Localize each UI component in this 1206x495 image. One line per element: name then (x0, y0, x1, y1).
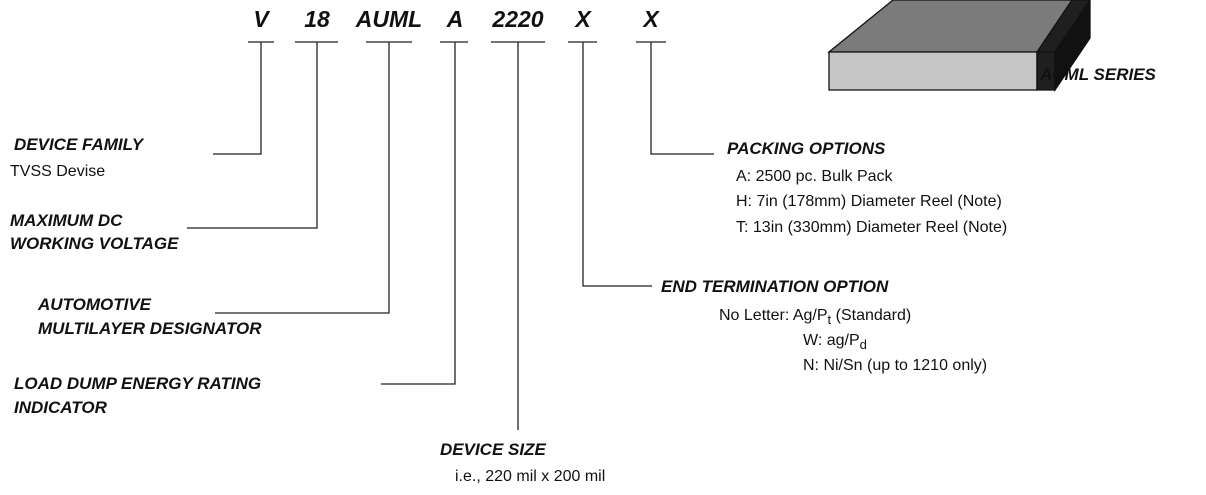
packing-title: PACKING OPTIONS (727, 139, 886, 158)
termination-title: END TERMINATION OPTION (661, 277, 889, 296)
code-termination: X (575, 6, 591, 32)
load-dump-title-line2: INDICATOR (14, 398, 107, 417)
code-v: V (253, 6, 269, 32)
device-family-title: DEVICE FAMILY (14, 135, 144, 154)
code-size: 2220 (492, 6, 544, 32)
designator-title-line2: MULTILAYER DESIGNATOR (38, 319, 262, 338)
termination-option-n: N: Ni/Sn (up to 1210 only) (803, 357, 988, 374)
code-series: AUML (355, 6, 423, 32)
device-size-title: DEVICE SIZE (440, 440, 546, 459)
chip-graphic (827, 0, 1091, 93)
packing-option-t: T: 13in (330mm) Diameter Reel (Note) (736, 219, 1008, 236)
code-voltage: 18 (304, 6, 330, 32)
termination-option-standard: No Letter: Ag/Pt (Standard) (719, 307, 912, 328)
device-family-value: TVSS Devise (10, 163, 106, 180)
termination-option-w: W: ag/Pd (803, 332, 867, 353)
code-packing: X (643, 6, 659, 32)
load-dump-title-line1: LOAD DUMP ENERGY RATING (14, 374, 262, 393)
max-voltage-title-line2: WORKING VOLTAGE (10, 234, 179, 253)
device-size-value: i.e., 220 mil x 200 mil (455, 468, 606, 485)
packing-option-a: A: 2500 pc. Bulk Pack (736, 168, 893, 185)
series-label: AUML SERIES (1040, 65, 1156, 84)
packing-option-h: H: 7in (178mm) Diameter Reel (Note) (736, 193, 1002, 210)
designator-title-line1: AUTOMOTIVE (38, 295, 152, 314)
max-voltage-title-line1: MAXIMUM DC (10, 211, 123, 230)
code-energy: A (446, 6, 464, 32)
